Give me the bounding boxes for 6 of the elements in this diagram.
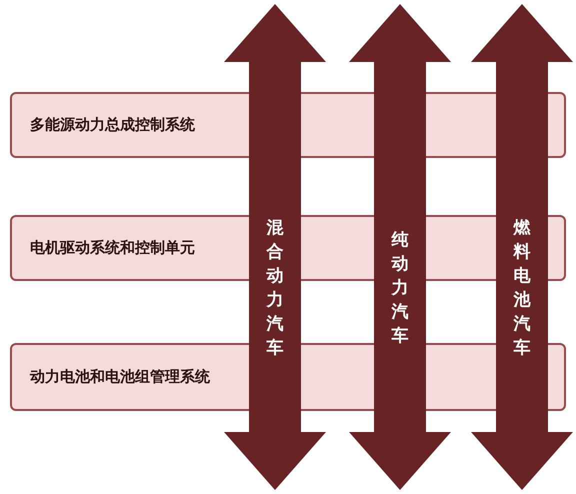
band-label: 多能源动力总成控制系统 <box>30 116 195 134</box>
arrow-label: 纯动力汽车 <box>391 229 409 348</box>
band-label: 动力电池和电池组管理系统 <box>30 368 210 386</box>
arrow-label: 燃料电池汽车 <box>513 217 531 360</box>
arrow-label: 混合动力汽车 <box>266 217 284 360</box>
band-label: 电机驱动系统和控制单元 <box>30 238 195 258</box>
